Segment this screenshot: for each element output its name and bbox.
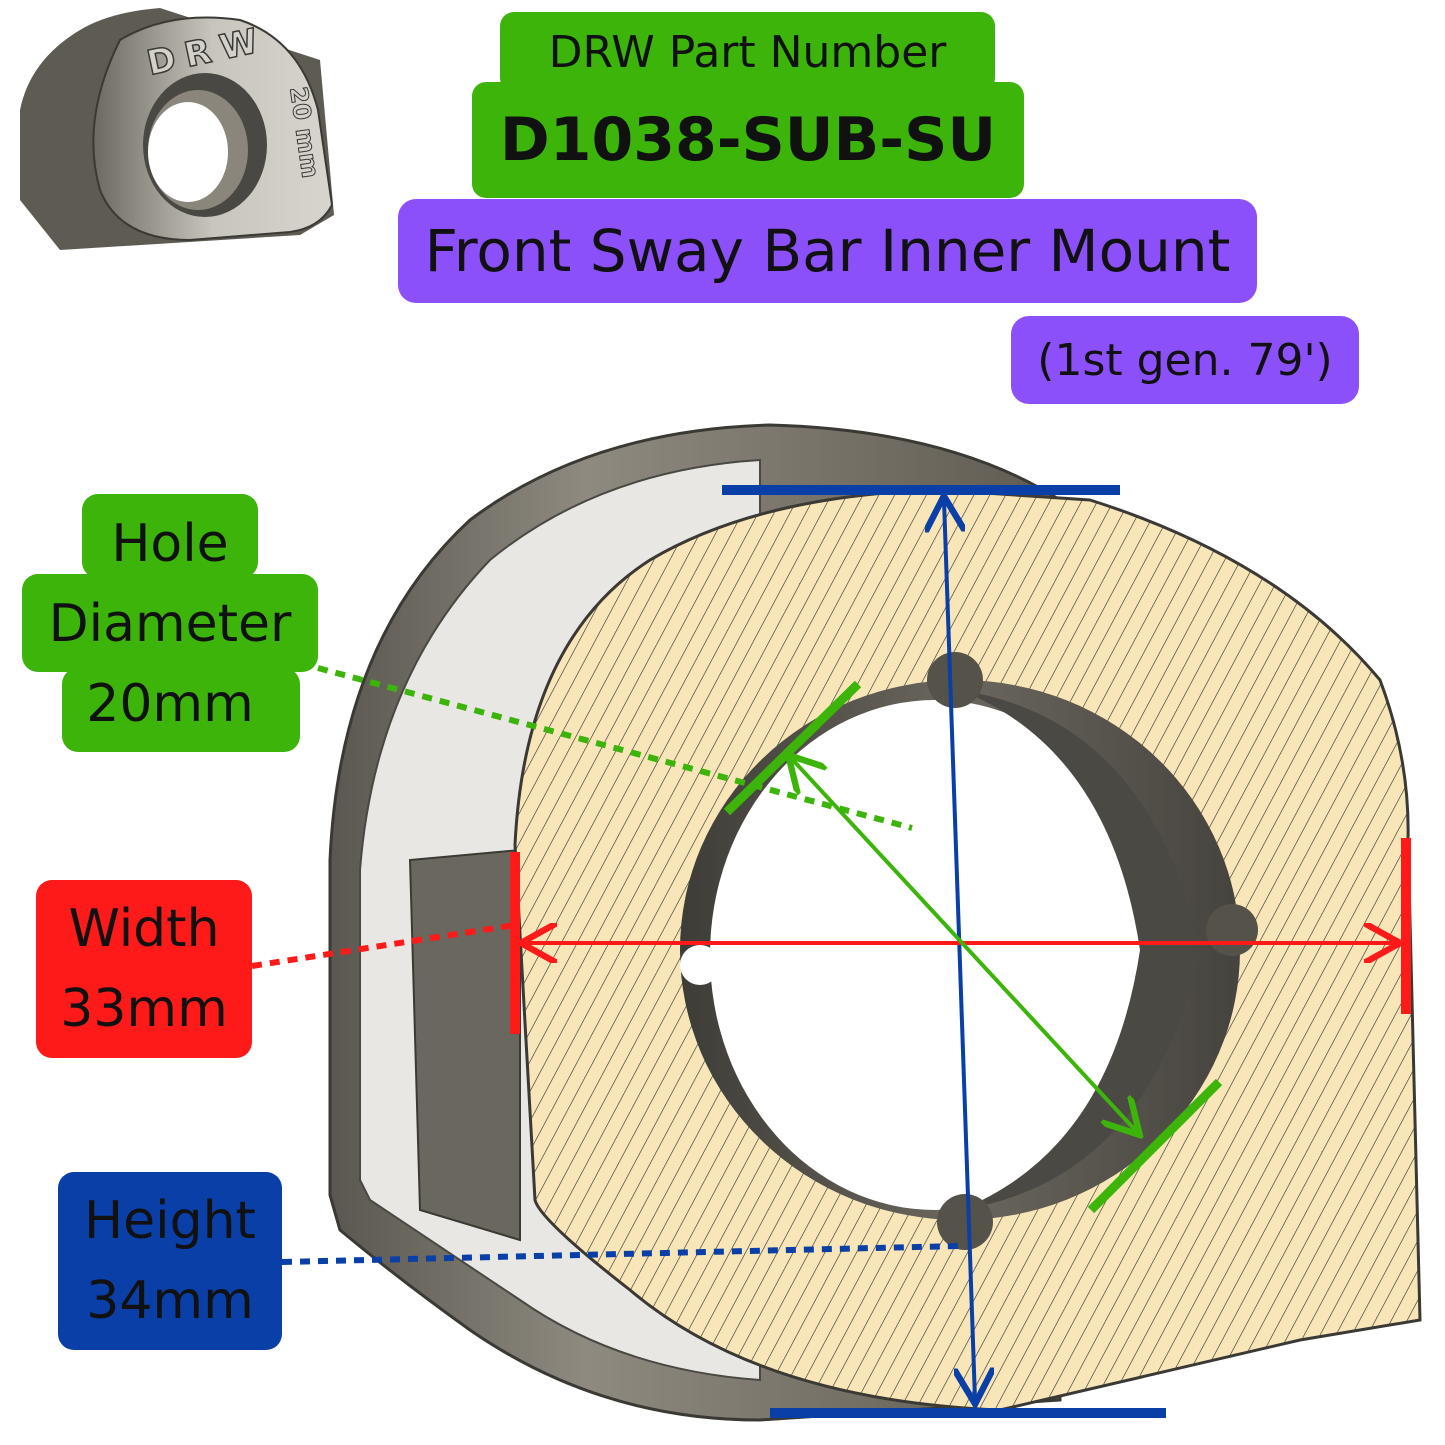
width-label-value: 33mm [60,979,228,1039]
hole-leader-line [317,665,913,831]
height-label-title: Height [84,1191,256,1251]
hole-diameter-label: Hole Diameter 20mm [22,494,318,752]
width-label-title: Width [68,899,220,959]
part-render [328,423,1422,1422]
height-label: Height 34mm [58,1172,282,1350]
hole-label-line1: Hole [111,514,229,574]
part-number-label: DRW Part Number [500,12,995,92]
hole-label-line2: Diameter [48,594,292,654]
hole-dimension [723,680,1223,1214]
height-leader-line [281,1243,961,1265]
height-label-value: 34mm [86,1271,254,1331]
width-label: Width 33mm [36,880,252,1058]
hole-label-value: 20mm [86,674,254,734]
width-leader-line [251,922,516,969]
thumbnail-render: DRW 20 mm [20,8,334,250]
generation-badge: (1st gen. 79') [1011,316,1359,404]
part-name: Front Sway Bar Inner Mount [398,199,1257,303]
part-number: D1038-SUB-SU [472,82,1024,198]
